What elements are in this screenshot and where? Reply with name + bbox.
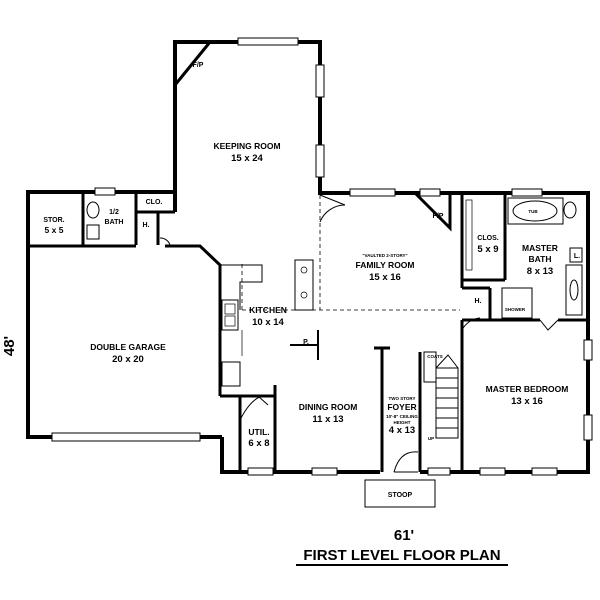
tub-label: TUB	[528, 209, 538, 214]
depth-dimension: 48'	[1, 336, 18, 356]
dining-room-size: 11 x 13	[312, 414, 343, 425]
family-room-name: FAMILY ROOM	[355, 260, 414, 270]
stoop-name: STOOP	[388, 492, 413, 499]
half-bath-name: 1/2	[109, 209, 119, 216]
fixture-labels: F/P F/P TUB SHOWER COATS UP L.	[193, 62, 581, 441]
foyer-note-2: 10'-8" CEILING	[386, 414, 418, 419]
foyer-name: FOYER	[387, 402, 416, 412]
master-bedroom-size: 13 x 16	[511, 396, 543, 407]
coats-label: COATS	[427, 354, 442, 359]
master-bath-name: MASTER	[522, 243, 558, 253]
util-size: 6 x 8	[248, 438, 269, 449]
master-bedroom-name: MASTER BEDROOM	[486, 384, 569, 394]
clo-name: CLO.	[146, 199, 163, 206]
room-labels: KEEPING ROOM 15 x 24 STOR. 5 x 5 1/2 BAT…	[43, 141, 568, 499]
kitchen-size: 10 x 14	[252, 317, 284, 328]
shower-label: SHOWER	[505, 307, 526, 312]
up-label: UP	[428, 436, 434, 441]
stor-size: 5 x 5	[45, 225, 64, 235]
stor-name: STOR.	[43, 217, 64, 224]
kitchen-name: KITCHEN	[249, 305, 287, 315]
family-note: "VAULTED 2-STORY"	[362, 253, 407, 258]
foyer-size: 4 x 13	[389, 425, 415, 436]
pantry-name: P.	[303, 339, 309, 346]
linen-label: L.	[574, 253, 580, 260]
foyer-note-3: HEIGHT	[393, 420, 410, 425]
stairs	[423, 351, 459, 439]
windows	[51, 37, 593, 476]
half-bath-name2: BATH	[105, 219, 124, 226]
kitchen-fixtures	[220, 259, 314, 387]
fireplace-family-label: F/P	[433, 213, 444, 220]
clos-size: 5 x 9	[477, 244, 498, 255]
fireplace-keeping-label: F/P	[193, 62, 204, 69]
dashed-boundaries	[241, 195, 460, 311]
family-room-size: 15 x 16	[369, 272, 401, 283]
width-dimension: 61'	[394, 527, 414, 544]
foyer-note-1: TWO STORY	[389, 396, 416, 401]
keeping-room-size: 15 x 24	[231, 153, 263, 164]
doors	[159, 194, 559, 473]
bath-fixtures	[86, 197, 583, 319]
garage-size: 20 x 20	[112, 354, 144, 365]
h2-name: H.	[475, 298, 482, 305]
util-name: UTIL.	[248, 427, 269, 437]
master-bath-size: 8 x 13	[527, 266, 553, 277]
keeping-room-name: KEEPING ROOM	[213, 141, 280, 151]
stoop	[364, 479, 436, 508]
plan-title: FIRST LEVEL FLOOR PLAN	[303, 547, 500, 564]
garage-name: DOUBLE GARAGE	[90, 342, 166, 352]
master-bath-name2: BATH	[529, 254, 552, 264]
h1-name: H.	[143, 222, 150, 229]
dining-room-name: DINING ROOM	[299, 402, 358, 412]
interior-walls	[28, 41, 588, 472]
clos-name: CLOS.	[477, 235, 498, 242]
